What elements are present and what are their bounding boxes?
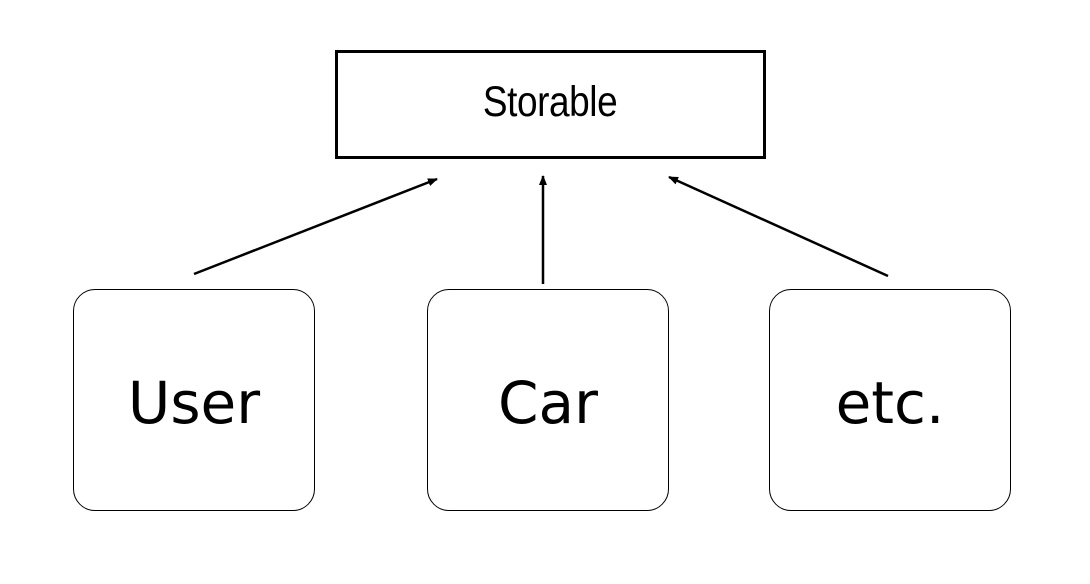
user-node: User — [73, 289, 315, 511]
car-node: Car — [427, 289, 669, 511]
arrow-user-to-storable — [193, 177, 438, 276]
car-label: Car — [498, 368, 598, 437]
etc-node: etc. — [769, 289, 1011, 511]
storable-label: Storable — [483, 78, 618, 126]
arrow-etc-to-storable — [668, 175, 889, 278]
user-label: User — [127, 368, 261, 437]
etc-label: etc. — [835, 368, 945, 437]
storable-node: Storable — [335, 50, 766, 159]
